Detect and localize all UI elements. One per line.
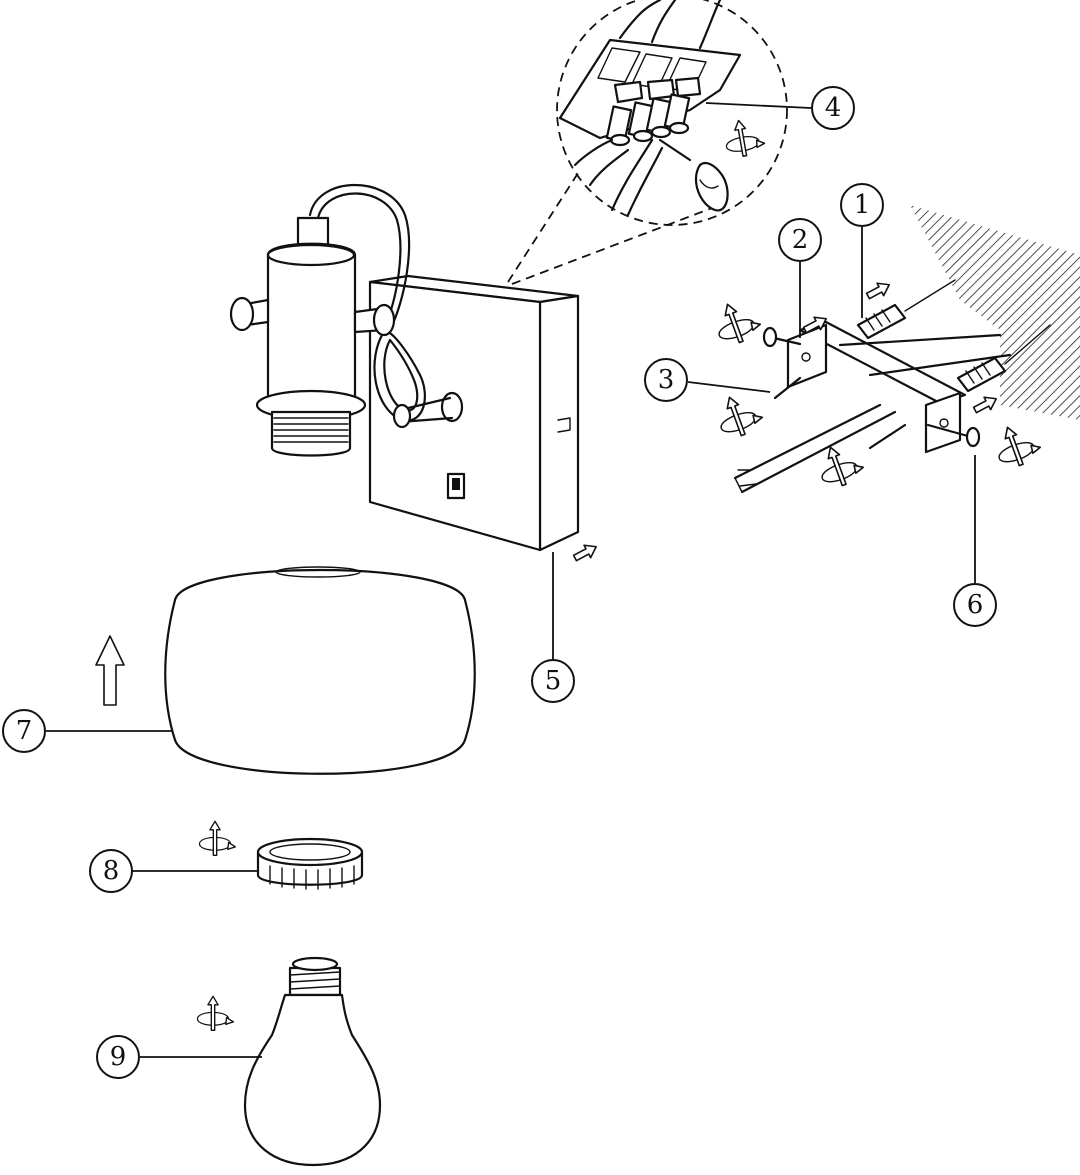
holder-arm (308, 184, 464, 429)
small-screw-2 (868, 423, 907, 450)
callout-label: 4 (825, 93, 842, 123)
arrow-icon (570, 539, 601, 565)
callout-2: 2 (778, 218, 822, 262)
wall-plug-top (856, 279, 956, 340)
callout-4: 4 (811, 86, 855, 130)
callout-1: 1 (840, 183, 884, 227)
screw-left (762, 326, 802, 348)
lamp-socket (229, 216, 396, 457)
small-screw-3 (773, 376, 802, 400)
rotate-icon (989, 418, 1045, 472)
light-bulb (196, 956, 382, 1167)
callout-label: 9 (110, 1042, 127, 1072)
supply-cable (733, 403, 897, 494)
screw-right (926, 423, 981, 448)
callout-label: 7 (16, 716, 33, 746)
mounting-bracket (786, 320, 1012, 454)
arrow-up-icon (95, 635, 125, 706)
callout-8: 8 (89, 849, 133, 893)
rotate-icon (709, 295, 765, 349)
rotate-icon (711, 388, 767, 442)
callout-5: 5 (531, 659, 575, 703)
glass-shade (95, 566, 476, 775)
callout-label: 5 (545, 666, 562, 696)
zoom-detail-terminal (507, 0, 788, 285)
rotate-icon (812, 438, 868, 492)
callout-3: 3 (644, 358, 688, 402)
wall-plug-bottom (956, 324, 1051, 393)
callout-7: 7 (2, 709, 46, 753)
rotate-icon (196, 995, 235, 1031)
callout-label: 3 (658, 365, 675, 395)
callout-6: 6 (953, 583, 997, 627)
callout-9: 9 (96, 1035, 140, 1079)
rotate-icon (198, 820, 237, 856)
arrow-icon (863, 277, 894, 303)
rotate-icon (721, 116, 767, 160)
arrow-icon (970, 391, 1001, 417)
ring-nut (198, 820, 364, 890)
callout-label: 6 (967, 590, 984, 620)
callout-label: 1 (854, 190, 871, 220)
callout-label: 8 (103, 856, 120, 886)
leader-lines (46, 102, 976, 1058)
wall-surface (910, 205, 1080, 420)
callout-label: 2 (792, 225, 809, 255)
